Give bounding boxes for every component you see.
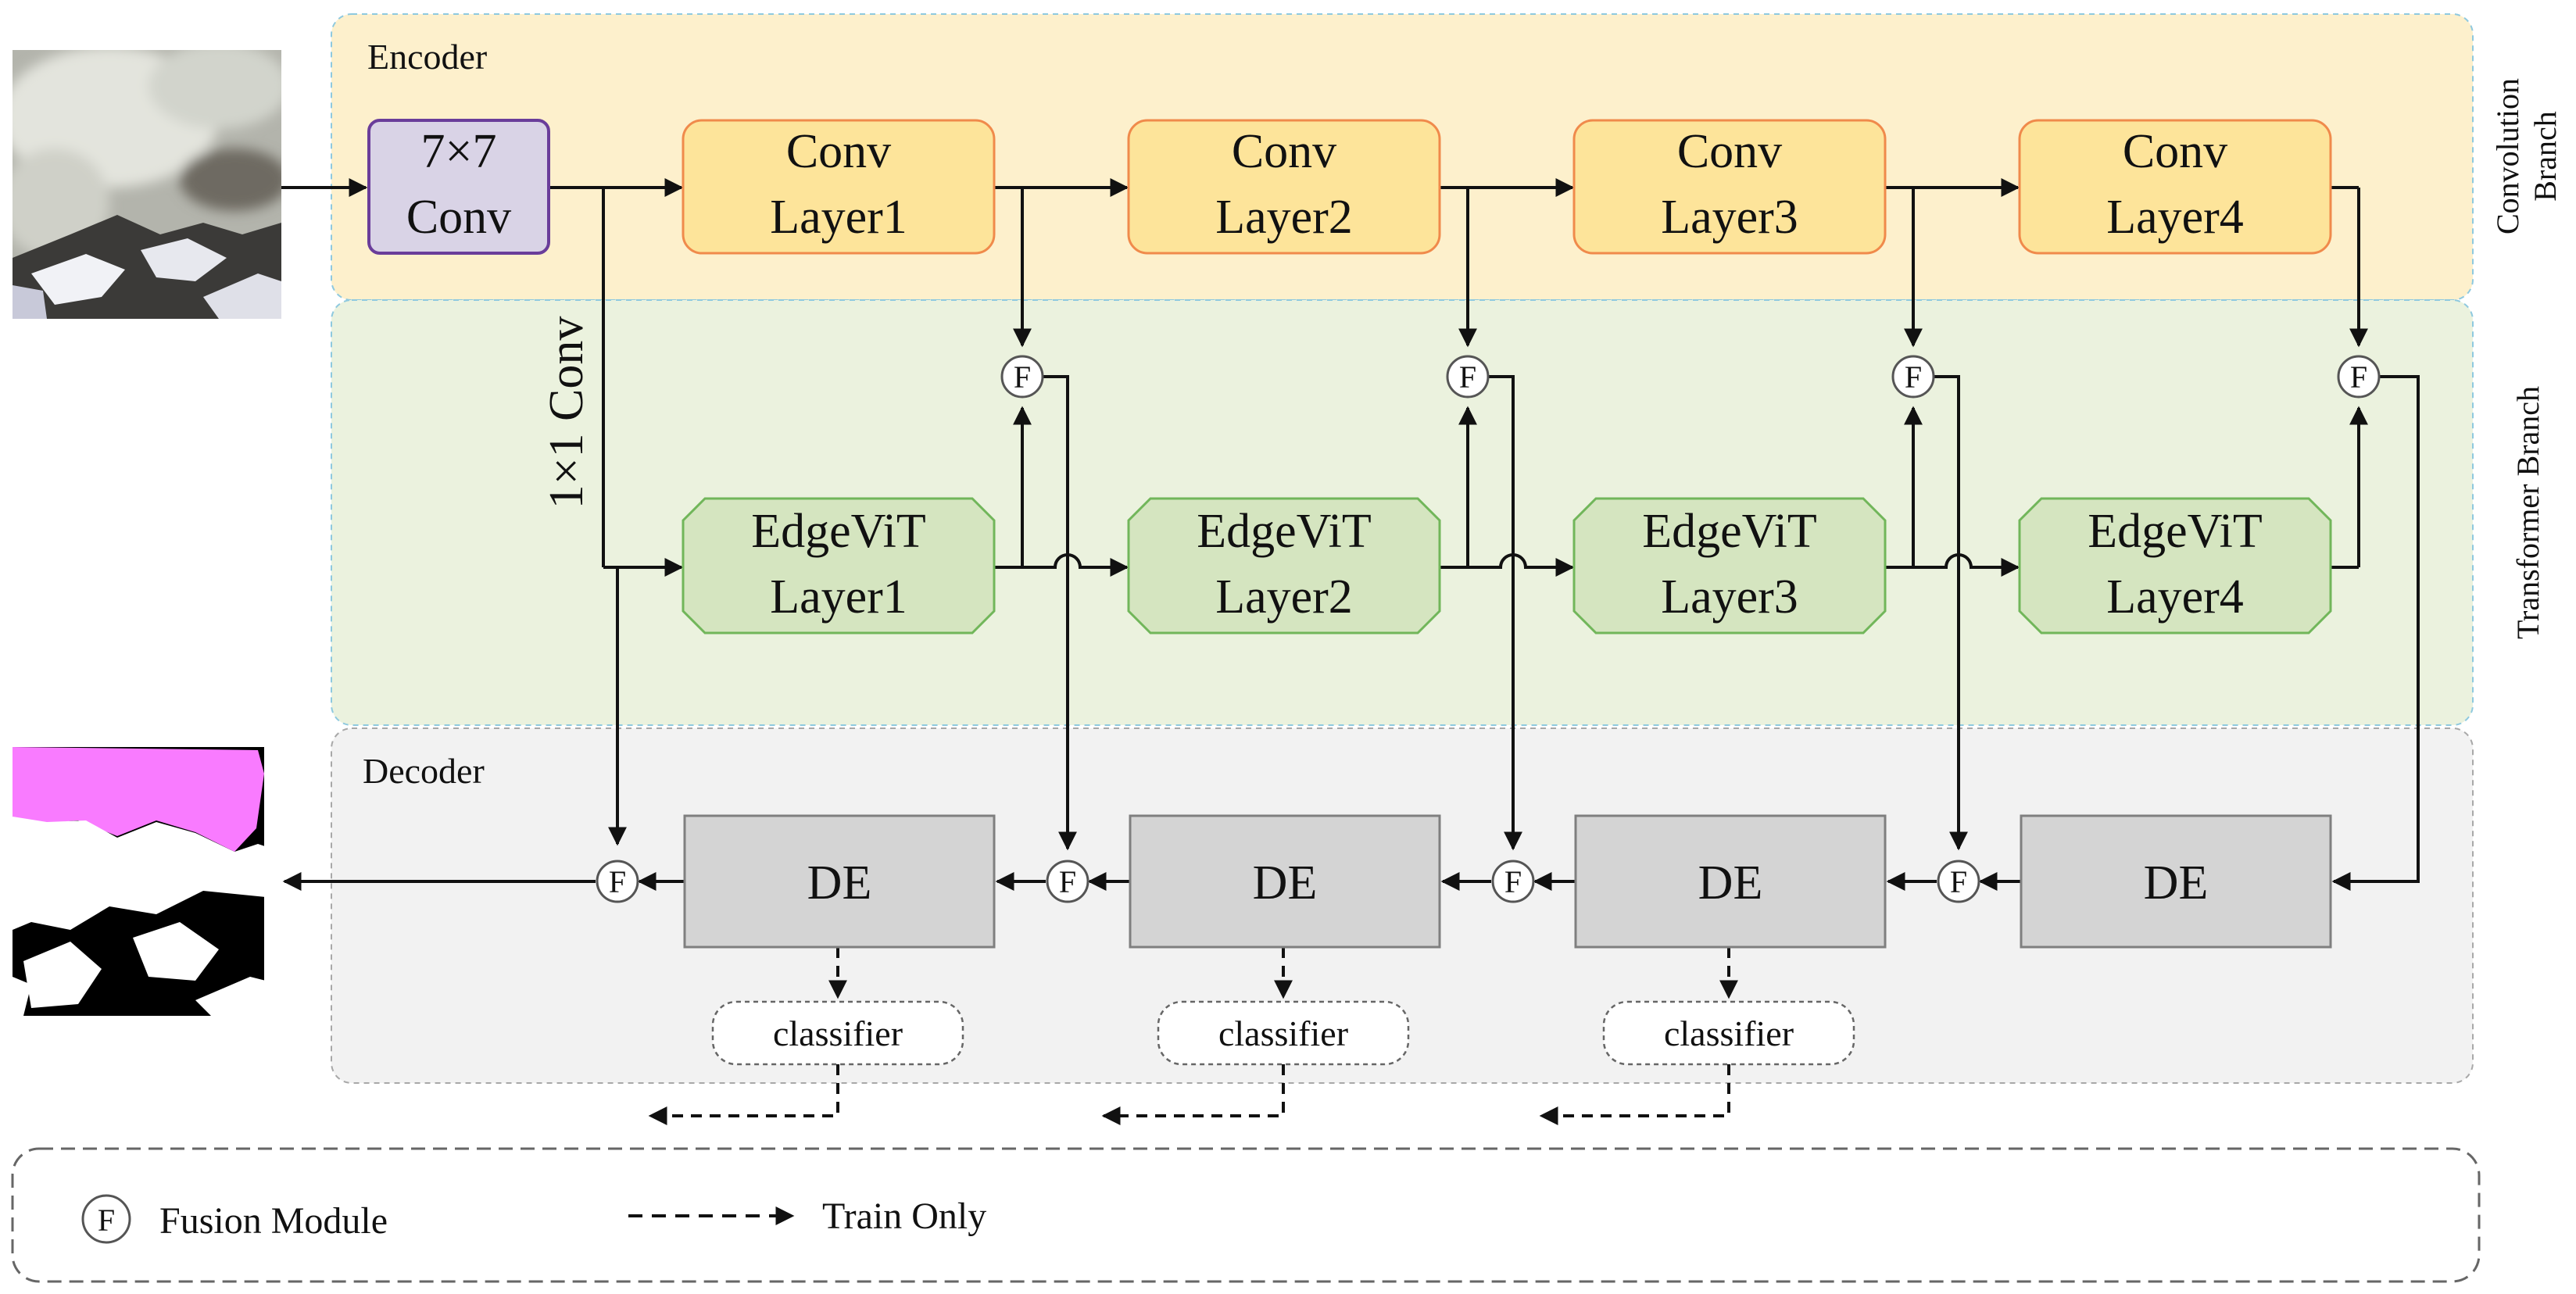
conv-layer-3: Conv Layer3 [1572, 119, 1887, 255]
legend-train-label: Train Only [822, 1196, 986, 1237]
decoder-block-4-label: DE [2144, 856, 2209, 910]
classifier-1-label: classifier [773, 1013, 903, 1053]
edgevit-layer-2-line1: EdgeViT [1197, 505, 1372, 558]
fusion-module-enc-1: F [1000, 355, 1044, 399]
legend-fusion-icon [81, 1194, 131, 1244]
classifier-2-label: classifier [1218, 1013, 1348, 1053]
skip-1x1-conv-label: 1×1 Conv [540, 316, 593, 509]
fusion-module-enc-2: F [1446, 355, 1490, 399]
edgevit-layer-4-line1: EdgeViT [2088, 505, 2263, 558]
decoder-block-2-label: DE [1253, 856, 1318, 910]
conv-layer-1-line1: Conv [786, 125, 891, 178]
conv-layer-2-line1: Conv [1232, 125, 1336, 178]
stem-line1: 7×7 [421, 125, 497, 178]
conv-layer-2: Conv Layer2 [1127, 119, 1441, 255]
input-image [13, 50, 281, 319]
output-mask [13, 747, 281, 1016]
conv-layer-4: Conv Layer4 [2018, 119, 2332, 255]
svg-text:F: F [1059, 864, 1076, 899]
fusion-module-enc-4: F [2337, 355, 2381, 399]
edgevit-layer-1-line2: Layer1 [770, 570, 907, 624]
fusion-module-dec-2: F [1491, 860, 1535, 903]
legend-fusion-symbol: F [98, 1203, 115, 1238]
decoder-block-4: DE [2020, 814, 2332, 949]
classifier-3: classifier [1602, 1000, 1855, 1066]
classifier-2: classifier [1157, 1000, 1410, 1066]
classifier-1: classifier [711, 1000, 964, 1066]
svg-text:F: F [1014, 359, 1031, 395]
edgevit-layer-3-line1: EdgeViT [1642, 505, 1817, 558]
fusion-module-dec-3: F [1937, 860, 1980, 903]
svg-text:F: F [1905, 359, 1922, 395]
decoder-block-3: DE [1574, 814, 1887, 949]
transformer-branch-label: Transformer Branch [2510, 386, 2546, 639]
edgevit-layer-3: EdgeViT Layer3 [1572, 497, 1887, 634]
fusion-module-enc-3: F [1891, 355, 1935, 399]
encoder-label: Encoder [367, 37, 487, 77]
svg-text:F: F [1459, 359, 1476, 395]
conv-layer-1-line2: Layer1 [770, 191, 907, 244]
decoder-block-1-label: DE [807, 856, 872, 910]
fusion-module-dec-1: F [1046, 860, 1089, 903]
edgevit-layer-2: EdgeViT Layer2 [1127, 497, 1441, 634]
edgevit-layer-2-line2: Layer2 [1215, 570, 1353, 624]
edgevit-layer-1-line1: EdgeViT [751, 505, 926, 558]
decoder-block-2: DE [1129, 814, 1441, 949]
svg-text:F: F [1950, 864, 1967, 899]
edgevit-layer-1: EdgeViT Layer1 [682, 497, 996, 634]
edgevit-layer-4: EdgeViT Layer4 [2018, 497, 2332, 634]
convolution-branch-label-line1: Convolution [2490, 78, 2525, 234]
svg-text:F: F [2350, 359, 2367, 395]
connectors [281, 178, 2420, 891]
classifier-3-label: classifier [1664, 1013, 1794, 1053]
stem-7x7-conv: 7×7 Conv [367, 119, 550, 255]
conv-layer-1: Conv Layer1 [682, 119, 996, 255]
legend: F Fusion Module Train Only [11, 1147, 2481, 1283]
edgevit-layer-4-line2: Layer4 [2106, 570, 2244, 624]
fusion-module-dec-0: F [596, 860, 639, 903]
stem-line2: Conv [406, 191, 511, 244]
svg-text:F: F [609, 864, 626, 899]
conv-layer-3-line2: Layer3 [1661, 191, 1798, 244]
convolution-branch-label-line2: Branch [2528, 111, 2563, 202]
conv-layer-4-line2: Layer4 [2106, 191, 2244, 244]
decoder-block-3-label: DE [1698, 856, 1763, 910]
svg-text:F: F [1504, 864, 1522, 899]
conv-layer-3-line1: Conv [1677, 125, 1782, 178]
train-only-arrows [648, 947, 1738, 1125]
decoder-block-1: DE [683, 814, 996, 949]
edgevit-layer-3-line2: Layer3 [1661, 570, 1798, 624]
decoder-label: Decoder [363, 751, 485, 791]
legend-fusion-label: Fusion Module [159, 1200, 388, 1242]
conv-layer-4-line1: Conv [2123, 125, 2227, 178]
conv-layer-2-line2: Layer2 [1215, 191, 1353, 244]
